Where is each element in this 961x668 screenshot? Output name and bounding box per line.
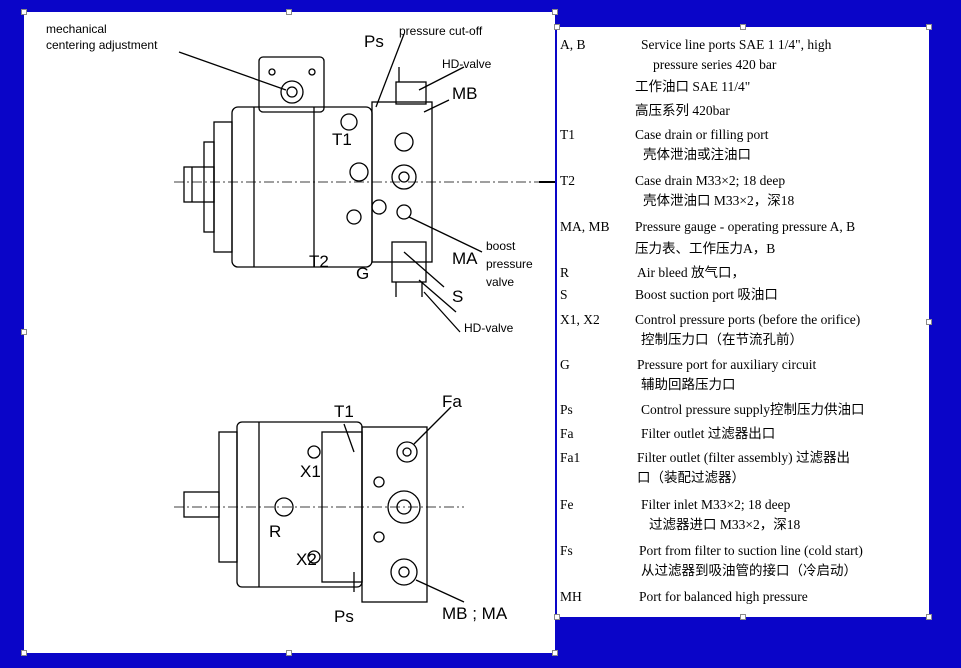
resize-handle-tc[interactable] [286,9,292,15]
label-r: R [269,522,282,541]
port-desc-line: 辅助回路压力口 [641,377,736,392]
pump-line-drawing [174,33,555,603]
label-mb-top: MB [452,84,478,103]
label-pressure: pressure [486,257,533,271]
top-boost-valve-body [391,241,427,283]
port-code: X1, X2 [560,312,600,327]
port-code: Ps [560,402,573,417]
port-desc-line: 壳体泄油或注油口 [643,147,751,162]
port-desc: Pressure gauge - operating pressure A, B [635,219,856,234]
label-boost: boost [486,239,516,253]
label-x2: X2 [296,550,317,569]
resize-handle-bc[interactable] [740,614,746,620]
label-pressure-cutoff: pressure cut-off [399,24,483,38]
port-desc-line: 壳体泄油口 M33×2，深18 [643,193,795,208]
port-desc: Port for balanced high pressure [639,589,808,604]
port-desc-line: 压力表、工作压力A，B [635,241,776,256]
port-code: MH [560,589,582,604]
port-desc: Case drain M33×2; 18 deep [635,173,786,188]
resize-handle-bl[interactable] [21,650,27,656]
port-desc: Air bleed 放气口， [637,265,745,280]
resize-handle-mr[interactable] [926,319,932,325]
bottom-flange [218,431,238,563]
port-desc-line: 工作油口 SAE 11/4" [635,79,751,94]
label-hd-valve-bottom: HD-valve [464,321,514,335]
top-adjustment-block [258,56,325,113]
port-code: T2 [560,173,575,188]
label-mechanical: mechanical [46,22,107,36]
port-desc: Control pressure ports (before the orifi… [635,312,861,327]
resize-handle-tr[interactable] [552,9,558,15]
port-code: Fa [560,426,574,441]
label-hd-valve-top: HD-valve [442,57,492,71]
port-desc-line: 控制压力口（在节流孔前） [641,332,803,347]
bottom-control-block [361,426,428,603]
port-code: Fe [560,497,574,512]
resize-handle-bl[interactable] [554,614,560,620]
port-desc: Boost suction port 吸油口 [635,287,778,302]
port-desc: Service line ports SAE 1 1/4", high [641,37,832,52]
label-centering-adjustment: centering adjustment [46,38,158,52]
top-flange [213,121,233,253]
label-ps-bottom: Ps [334,607,354,626]
label-ma-top: MA [452,249,478,268]
label-x1: X1 [300,462,321,481]
label-mb-ma-bottom: MB ; MA [442,604,508,623]
port-desc-line: 过滤器进口 M33×2，深18 [649,517,801,532]
resize-handle-tl[interactable] [21,9,27,15]
label-ps-top: Ps [364,32,384,51]
port-code: Fs [560,543,573,558]
port-desc-line: 高压系列 420bar [635,103,730,118]
bottom-shaft [183,491,220,518]
port-desc: Filter inlet M33×2; 18 deep [641,497,791,512]
port-table-panel[interactable]: A, B Service line ports SAE 1 1/4", high… [557,27,929,617]
label-valve: valve [486,275,515,289]
port-desc: Port from filter to suction line (cold s… [639,543,863,558]
port-code: Fa1 [560,450,581,465]
port-code: T1 [560,127,575,142]
port-desc: Pressure port for auxiliary circuit [637,357,817,372]
label-t2: T2 [309,252,329,271]
label-t1-bottom: T1 [334,402,354,421]
resize-handle-ml[interactable] [21,329,27,335]
resize-handle-br[interactable] [926,614,932,620]
port-code: R [560,265,570,280]
port-desc-line: 从过滤器到吸油管的接口（冷启动） [641,563,857,578]
pump-drawing-panel[interactable]: mechanical centering adjustment Ps press… [24,12,555,653]
label-t1-top: T1 [332,130,352,149]
port-desc: Filter outlet 过滤器出口 [641,426,776,441]
label-fa: Fa [442,392,462,411]
port-desc-line: pressure series 420 bar [653,57,777,72]
resize-handle-tc[interactable] [740,24,746,30]
port-desc: Case drain or filling port [635,127,769,142]
label-w: W [523,158,540,178]
resize-handle-br[interactable] [552,650,558,656]
label-s: S [452,287,464,306]
resize-handle-bc[interactable] [286,650,292,656]
port-desc: Filter outlet (filter assembly) 过滤器出 [637,450,850,465]
resize-handle-tl[interactable] [554,24,560,30]
resize-handle-tr[interactable] [926,24,932,30]
port-code: G [560,357,570,372]
port-code: S [560,287,568,302]
port-desc-line: 口（装配过滤器） [637,470,745,485]
label-g: G [356,264,370,283]
port-desc: Control pressure supply控制压力供油口 [641,402,865,417]
port-code: MA, MB [560,219,610,234]
top-shaft [183,166,215,203]
port-code: A, B [560,37,586,52]
